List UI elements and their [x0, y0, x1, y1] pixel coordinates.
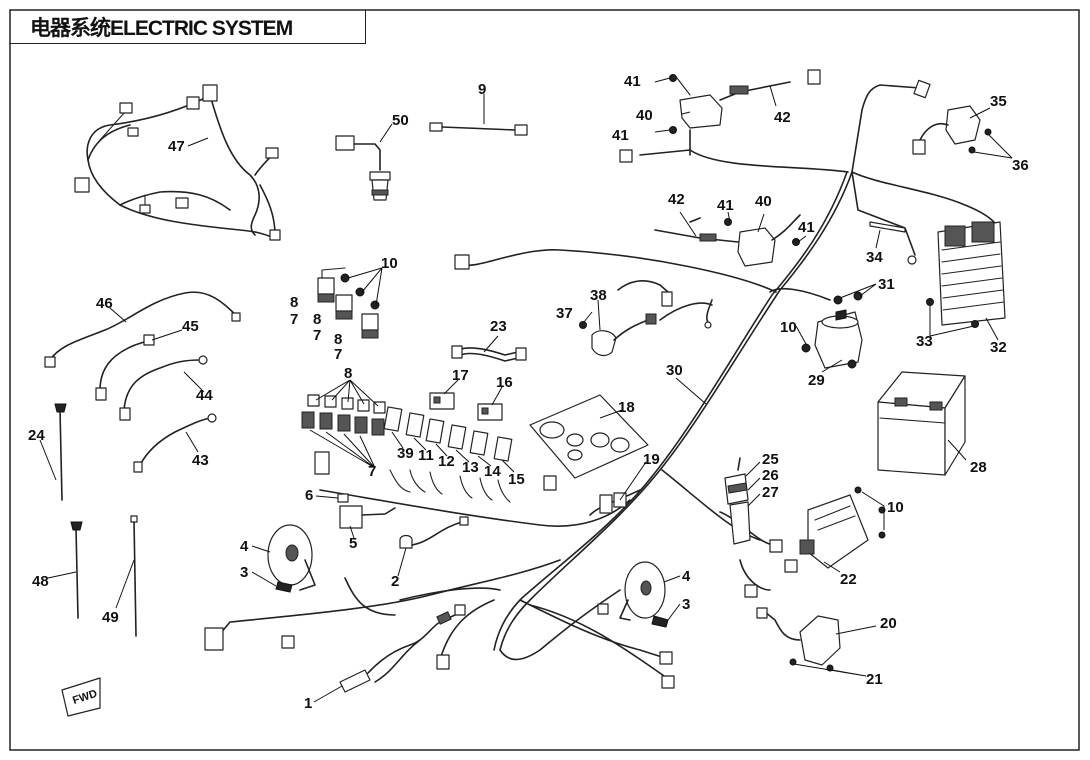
- part-label-9: 9: [478, 81, 486, 98]
- regulator-32: [926, 221, 1006, 328]
- part-label-25: 25: [762, 451, 779, 468]
- part-label-40b: 40: [755, 193, 772, 210]
- part-label-38: 38: [590, 287, 607, 304]
- switch-50: [335, 135, 391, 201]
- relay-cluster-left: [317, 267, 380, 339]
- part-label-17: 17: [452, 367, 469, 384]
- horns: [267, 524, 669, 628]
- sensor-35: [912, 105, 992, 155]
- part-label-7a: 7: [290, 311, 298, 328]
- part-label-10a: 10: [381, 255, 398, 272]
- sensor-38: [579, 280, 673, 357]
- leader-lines: [39, 77, 1013, 703]
- module-20: [756, 607, 841, 672]
- relay-and-sensor: [337, 493, 469, 549]
- part-label-4a: 4: [240, 538, 249, 555]
- part-label-42a: 42: [774, 109, 791, 126]
- diagram-border: [9, 9, 1080, 751]
- part-label-41b: 41: [612, 127, 629, 144]
- fuse-relay-cluster: [301, 394, 513, 503]
- part-label-8b: 8: [313, 311, 321, 328]
- part-label-12: 12: [438, 453, 455, 470]
- part-label-31: 31: [878, 276, 895, 293]
- part-label-21: 21: [866, 671, 883, 688]
- part-label-16: 16: [496, 374, 513, 391]
- part-label-28: 28: [970, 459, 987, 476]
- part-label-8d: 8: [344, 365, 352, 382]
- connector-25: [724, 457, 751, 545]
- part-label-3a: 3: [240, 564, 248, 581]
- spare-fuse-kit: [529, 394, 649, 479]
- part-label-7b: 7: [313, 327, 321, 344]
- part-label-47: 47: [168, 138, 185, 155]
- ecu-22: [799, 486, 886, 569]
- part-label-36: 36: [1012, 157, 1029, 174]
- part-label-42b: 42: [668, 191, 685, 208]
- part-label-1: 1: [304, 695, 312, 712]
- part-label-32: 32: [990, 339, 1007, 356]
- part-label-11: 11: [418, 447, 434, 464]
- part-label-50: 50: [392, 112, 409, 129]
- part-label-20: 20: [880, 615, 897, 632]
- part-label-26: 26: [762, 467, 779, 484]
- fuse-box-covers: [429, 345, 527, 421]
- starter-relay-29: [801, 291, 863, 369]
- battery-28: [877, 371, 966, 476]
- part-label-27: 27: [762, 484, 779, 501]
- fwd-marker: FWD: [61, 677, 101, 717]
- part-label-41a: 41: [624, 73, 641, 90]
- part-label-48: 48: [32, 573, 49, 590]
- part-label-6: 6: [305, 487, 313, 504]
- ground-strap-34: [869, 221, 906, 233]
- part-label-37: 37: [556, 305, 573, 322]
- mid-sensor-40: [654, 214, 801, 267]
- part-label-19: 19: [643, 451, 660, 468]
- part-label-35: 35: [990, 93, 1007, 110]
- part-label-45: 45: [182, 318, 199, 335]
- sub-harness-47: [74, 84, 281, 241]
- lead-9: [429, 122, 528, 136]
- main-wiring-harness: [204, 69, 1001, 689]
- part-label-40a: 40: [636, 107, 653, 124]
- part-label-3b: 3: [682, 596, 690, 613]
- part-label-15: 15: [508, 471, 525, 488]
- part-label-7c: 7: [334, 346, 342, 363]
- part-label-8a: 8: [290, 294, 298, 311]
- part-label-24: 24: [28, 427, 45, 444]
- part-label-33: 33: [916, 333, 933, 350]
- part-label-2: 2: [391, 573, 399, 590]
- part-label-23: 23: [490, 318, 507, 335]
- part-label-43: 43: [192, 452, 209, 469]
- part-label-39: 39: [397, 445, 414, 462]
- part-label-4b: 4: [682, 568, 691, 585]
- part-label-10c: 10: [887, 499, 904, 516]
- part-label-13: 13: [462, 459, 479, 476]
- part-label-30: 30: [666, 362, 683, 379]
- part-label-18: 18: [618, 399, 635, 416]
- part-label-10b: 10: [780, 319, 797, 336]
- part-label-49: 49: [102, 609, 119, 626]
- part-label-41d: 41: [798, 219, 815, 236]
- oxygen-sensor: [339, 604, 466, 693]
- part-labels: 47 50 9 10 8 7 8 7 8 7 46 45 44 43 24 48…: [28, 73, 1029, 712]
- part-label-7d: 7: [368, 463, 376, 480]
- part-label-8c: 8: [334, 331, 342, 348]
- part-label-5: 5: [349, 535, 357, 552]
- part-label-44: 44: [196, 387, 213, 404]
- part-label-22: 22: [840, 571, 857, 588]
- cable-ties: [54, 403, 138, 637]
- part-label-46: 46: [96, 295, 113, 312]
- cables-left: [44, 291, 241, 473]
- part-label-41c: 41: [717, 197, 734, 214]
- page-title: 电器系统ELECTRIC SYSTEM: [10, 10, 366, 44]
- part-label-29: 29: [808, 372, 825, 389]
- part-label-14: 14: [484, 463, 501, 480]
- part-label-34: 34: [866, 249, 883, 266]
- upper-sensor-40: [669, 74, 791, 156]
